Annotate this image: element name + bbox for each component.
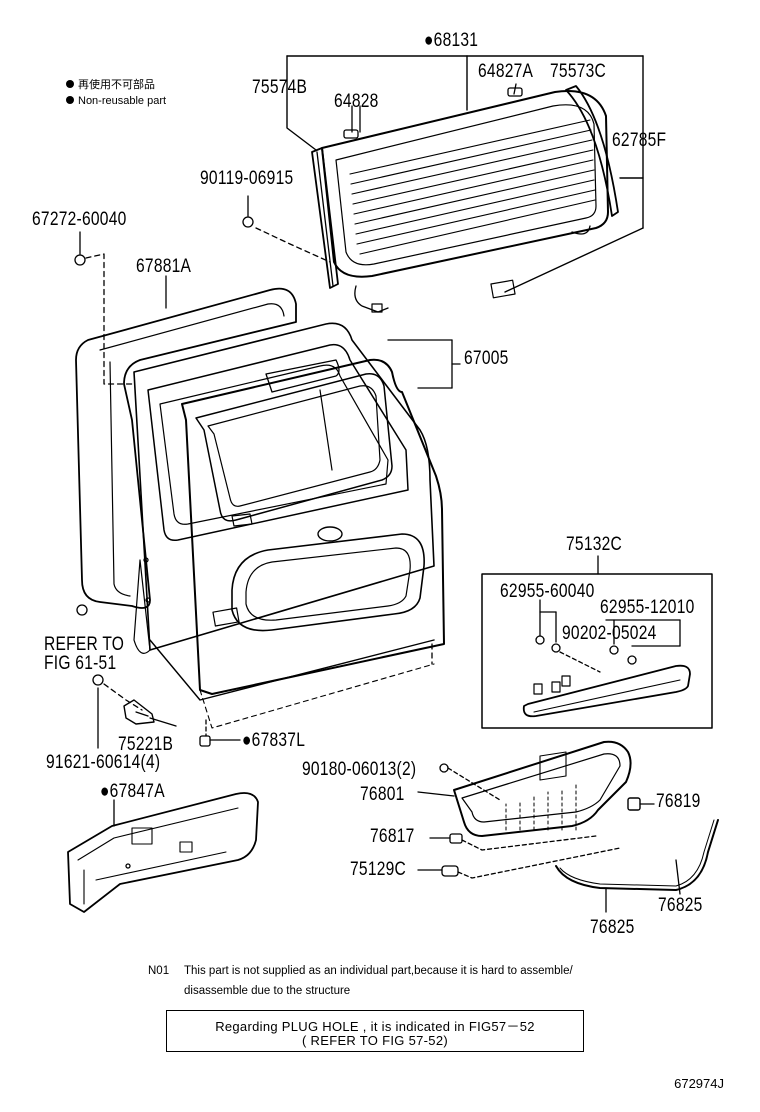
back-door-panel: [133, 322, 435, 701]
figure-number: 672974J: [674, 1076, 724, 1091]
part-64827A[interactable]: 64827A: [478, 61, 534, 82]
bolt-90119: [242, 195, 331, 263]
part-68131[interactable]: ●68131: [424, 30, 479, 51]
cushion-left: [76, 604, 88, 616]
back-door-outer-panel: [181, 358, 445, 729]
back-window-glass: [321, 90, 609, 313]
plug-hole-line-2[interactable]: ( REFER TO FIG 57-52): [302, 1033, 448, 1048]
label-plate: [490, 279, 516, 299]
refer-to-line-1[interactable]: REFER TO: [44, 634, 125, 655]
clip-64828: [343, 105, 361, 139]
part-62785F[interactable]: 62785F: [612, 130, 667, 151]
part-75573C[interactable]: 75573C: [550, 61, 607, 82]
bracket-75221B: [123, 699, 177, 727]
note-line-1: This part is not supplied as an individu…: [184, 965, 573, 977]
non-reusable-marker-icon: [66, 80, 74, 88]
part-67272-60040[interactable]: 67272-60040: [32, 209, 127, 230]
part-76817[interactable]: 76817: [370, 826, 415, 847]
part-90180-06013[interactable]: 90180-06013(2): [302, 759, 417, 780]
part-75129C[interactable]: 75129C: [350, 859, 407, 880]
molding-76825: [555, 819, 719, 913]
part-67847A[interactable]: ●67847A: [100, 781, 165, 802]
part-75574B[interactable]: 75574B: [252, 77, 308, 98]
part-62955-60040[interactable]: 62955-60040: [500, 581, 595, 602]
non-reusable-marker-icon: [66, 96, 74, 104]
legend-line-1: 再使用不可部品: [66, 80, 155, 91]
clip-67837L: [199, 719, 241, 747]
part-76825-right[interactable]: 76825: [658, 895, 703, 916]
part-91621-60614[interactable]: 91621-60614(4): [46, 752, 161, 773]
bracket-68131: [286, 55, 644, 293]
part-67005[interactable]: 67005: [464, 348, 509, 369]
part-62955-12010[interactable]: 62955-12010: [600, 597, 695, 618]
molding-75574B: [311, 147, 339, 289]
bolt-91621: [92, 674, 143, 749]
clip-64827A: [507, 83, 523, 97]
part-76801[interactable]: 76801: [360, 784, 405, 805]
part-76819[interactable]: 76819: [656, 791, 701, 812]
refer-to-line-2[interactable]: FIG 61-51: [44, 653, 117, 674]
part-90202-05024[interactable]: 90202-05024: [562, 623, 657, 644]
molding-62785F: [565, 85, 619, 217]
clip-76817: [429, 833, 597, 851]
pad-67847A: [67, 792, 259, 913]
plug-hole-line-1: Regarding PLUG HOLE , it is indicated in…: [215, 1019, 535, 1034]
plug-hole-reference-box: Regarding PLUG HOLE , it is indicated in…: [166, 1010, 584, 1052]
part-90119-06915[interactable]: 90119-06915: [200, 168, 294, 189]
bracket-67005: [387, 339, 461, 389]
lamp-assembly-box: [481, 555, 713, 729]
garnish-76801: [417, 740, 632, 837]
note-line-2: disassemble due to the structure: [184, 985, 351, 997]
part-76825-bottom[interactable]: 76825: [590, 917, 635, 938]
legend-line-2: Non-reusable part: [66, 96, 166, 107]
part-67881A[interactable]: 67881A: [136, 256, 192, 277]
clip-76819: [627, 797, 655, 811]
weatherstrip-67881A: [75, 275, 297, 609]
cushion-67272: [74, 231, 133, 385]
part-64828[interactable]: 64828: [334, 91, 379, 112]
note-code: N01: [148, 965, 170, 977]
clip-75129C: [417, 847, 621, 879]
part-75132C[interactable]: 75132C: [566, 534, 623, 555]
part-67837L[interactable]: ●67837L: [242, 730, 306, 751]
part-75221B[interactable]: 75221B: [118, 734, 174, 755]
